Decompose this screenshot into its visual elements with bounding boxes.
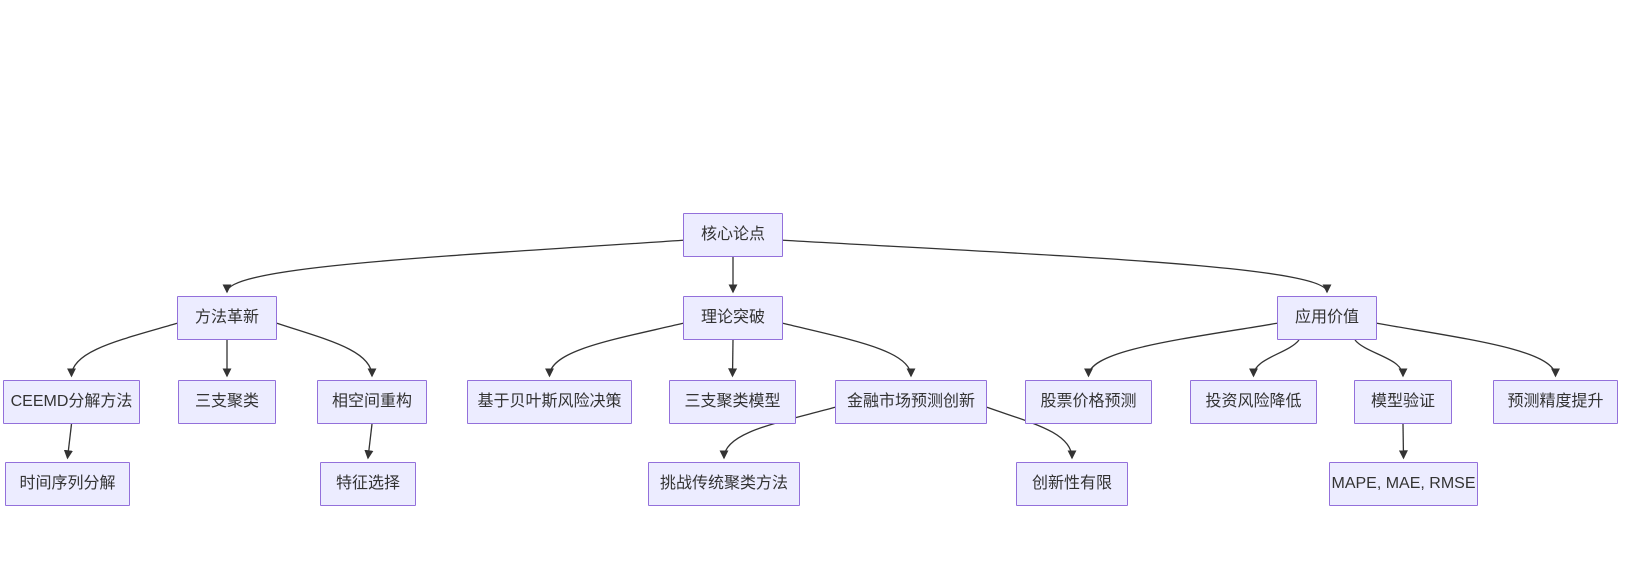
node-method-innovation: 方法革新 — [177, 296, 277, 340]
node-limited-innovation: 创新性有限 — [1016, 462, 1128, 506]
node-label: 时间序列分解 — [19, 475, 116, 493]
node-prediction-accuracy: 预测精度提升 — [1493, 380, 1618, 424]
node-feature-selection: 特征选择 — [320, 462, 416, 506]
node-label: 创新性有限 — [1031, 475, 1112, 493]
node-label: 模型验证 — [1370, 393, 1435, 411]
node-theory-breakthrough: 理论突破 — [683, 296, 783, 340]
edge-application-value-to-investment-risk-reduction — [1248, 339, 1300, 378]
node-label: 预测精度提升 — [1507, 393, 1604, 411]
edge-theory-breakthrough-to-bayesian-risk-decision — [544, 322, 684, 378]
node-mape-mae-rmse: MAPE, MAE, RMSE — [1329, 462, 1478, 506]
node-ceemd-decomposition: CEEMD分解方法 — [3, 380, 140, 424]
node-label: 基于贝叶斯风险决策 — [477, 393, 622, 411]
node-label: 三支聚类 — [194, 393, 259, 411]
node-model-validation: 模型验证 — [1354, 380, 1452, 424]
node-stock-price-prediction: 股票价格预测 — [1025, 380, 1152, 424]
edge-theory-breakthrough-to-financial-market-innovation — [782, 322, 916, 378]
edge-method-innovation-to-phase-space-reconstruction — [276, 322, 377, 378]
node-label: 金融市场预测创新 — [846, 393, 975, 411]
edge-core-thesis-to-method-innovation — [222, 239, 684, 294]
node-label: 应用价值 — [1294, 309, 1359, 327]
node-label: 核心论点 — [700, 226, 765, 244]
node-label: 投资风险降低 — [1205, 393, 1302, 411]
edge-application-value-to-stock-price-prediction — [1083, 322, 1278, 378]
node-investment-risk-reduction: 投资风险降低 — [1190, 380, 1317, 424]
node-three-way-clustering: 三支聚类 — [178, 380, 276, 424]
edge-ceemd-decomposition-to-time-series-decomposition — [63, 423, 73, 460]
edge-application-value-to-prediction-accuracy — [1376, 322, 1561, 378]
node-financial-market-innovation: 金融市场预测创新 — [835, 380, 987, 424]
edge-core-thesis-to-application-value — [782, 239, 1332, 294]
edge-method-innovation-to-ceemd-decomposition — [66, 322, 178, 378]
edge-phase-space-reconstruction-to-feature-selection — [364, 423, 374, 460]
node-label: 三支聚类模型 — [684, 393, 781, 411]
node-label: 特征选择 — [335, 475, 400, 493]
node-label: 挑战传统聚类方法 — [659, 475, 788, 493]
node-label: 方法革新 — [194, 309, 259, 327]
node-label: CEEMD分解方法 — [10, 393, 133, 411]
node-label: 理论突破 — [700, 309, 765, 327]
node-label: MAPE, MAE, RMSE — [1331, 475, 1476, 493]
node-time-series-decomposition: 时间序列分解 — [5, 462, 130, 506]
node-challenge-traditional: 挑战传统聚类方法 — [648, 462, 800, 506]
node-three-way-cluster-model: 三支聚类模型 — [669, 380, 796, 424]
edge-theory-breakthrough-to-three-way-cluster-model — [728, 339, 738, 378]
node-label: 股票价格预测 — [1040, 393, 1137, 411]
node-bayesian-risk-decision: 基于贝叶斯风险决策 — [467, 380, 632, 424]
node-application-value: 应用价值 — [1277, 296, 1377, 340]
edge-application-value-to-model-validation — [1354, 339, 1408, 378]
node-core-thesis: 核心论点 — [683, 213, 783, 257]
node-label: 相空间重构 — [331, 393, 412, 411]
node-phase-space-reconstruction: 相空间重构 — [317, 380, 427, 424]
edge-model-validation-to-mape-mae-rmse — [1398, 423, 1408, 460]
